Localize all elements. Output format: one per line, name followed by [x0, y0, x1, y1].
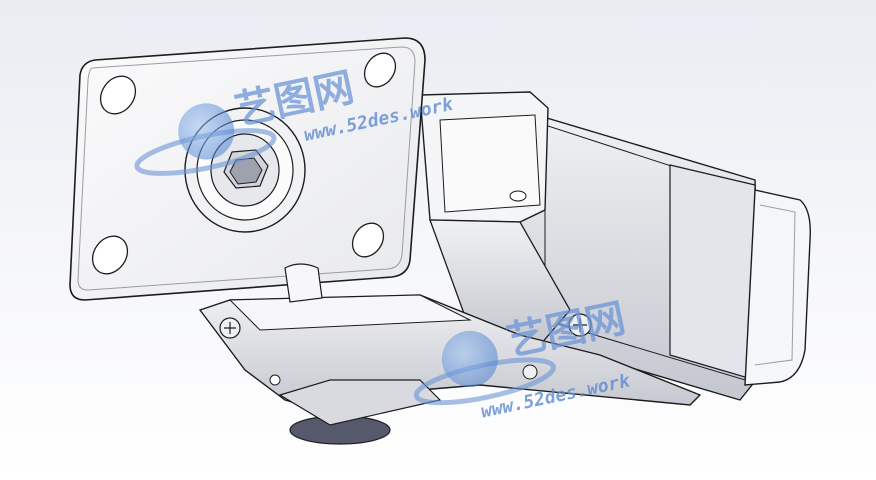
mounting-plate — [69, 37, 426, 301]
mount-clip — [284, 263, 323, 303]
